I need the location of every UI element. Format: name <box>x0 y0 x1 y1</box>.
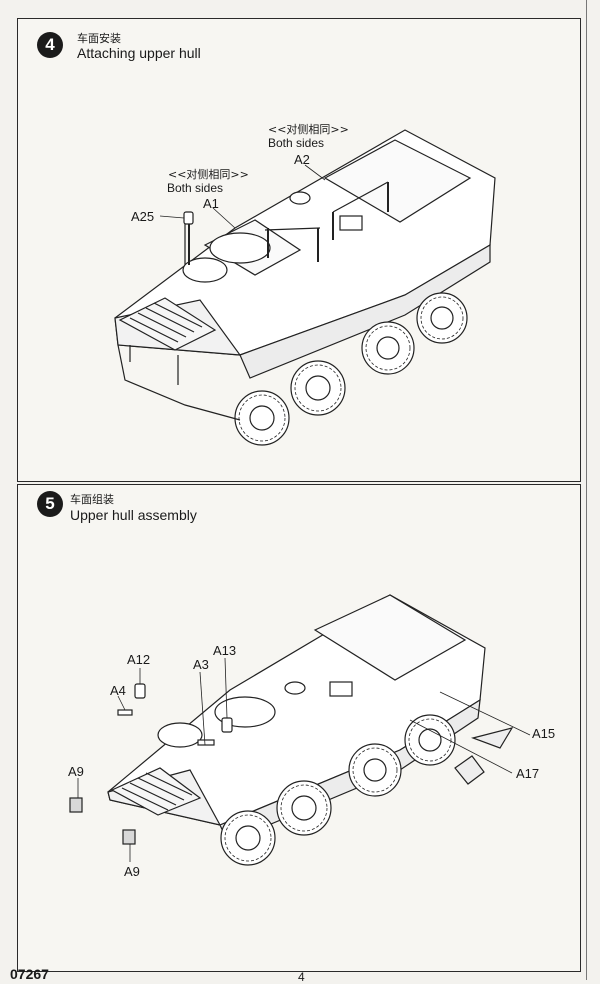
step-4-both-sides-note-en-1: Both sides <box>167 181 224 195</box>
step-5-badge: 5 <box>37 491 63 517</box>
step-5-panel <box>17 484 581 972</box>
callout-a17: A17 <box>516 766 540 781</box>
callout-a25: A25 <box>131 209 155 224</box>
callout-a1: A1 <box>203 196 219 211</box>
step-4-title-cn: 车面安装 <box>77 32 121 45</box>
step-4-both-sides-note-cn-2: <<对侧相同>> <box>268 123 349 136</box>
step-4-both-sides-note-en-2: Both sides <box>268 136 325 150</box>
page-edge-line <box>586 0 587 980</box>
step-4-title-en: Attaching upper hull <box>77 45 201 61</box>
callout-a4: A4 <box>110 683 126 698</box>
callout-a3: A3 <box>193 657 209 672</box>
callout-a2: A2 <box>294 152 310 167</box>
step-5-title-cn: 车面组装 <box>70 493 114 506</box>
callout-a13: A13 <box>213 643 237 658</box>
step-5-title-en: Upper hull assembly <box>70 507 197 523</box>
step-4-panel <box>17 18 581 482</box>
footer-code: 07267 <box>10 966 49 982</box>
callout-a15: A15 <box>532 726 556 741</box>
step-4-badge: 4 <box>37 32 63 58</box>
callout-a9-bottom: A9 <box>124 864 140 879</box>
step-4-both-sides-note-cn-1: <<对侧相同>> <box>168 168 249 181</box>
page-number: 4 <box>298 970 305 984</box>
callout-a9-top: A9 <box>68 764 84 779</box>
callout-a12: A12 <box>127 652 151 667</box>
